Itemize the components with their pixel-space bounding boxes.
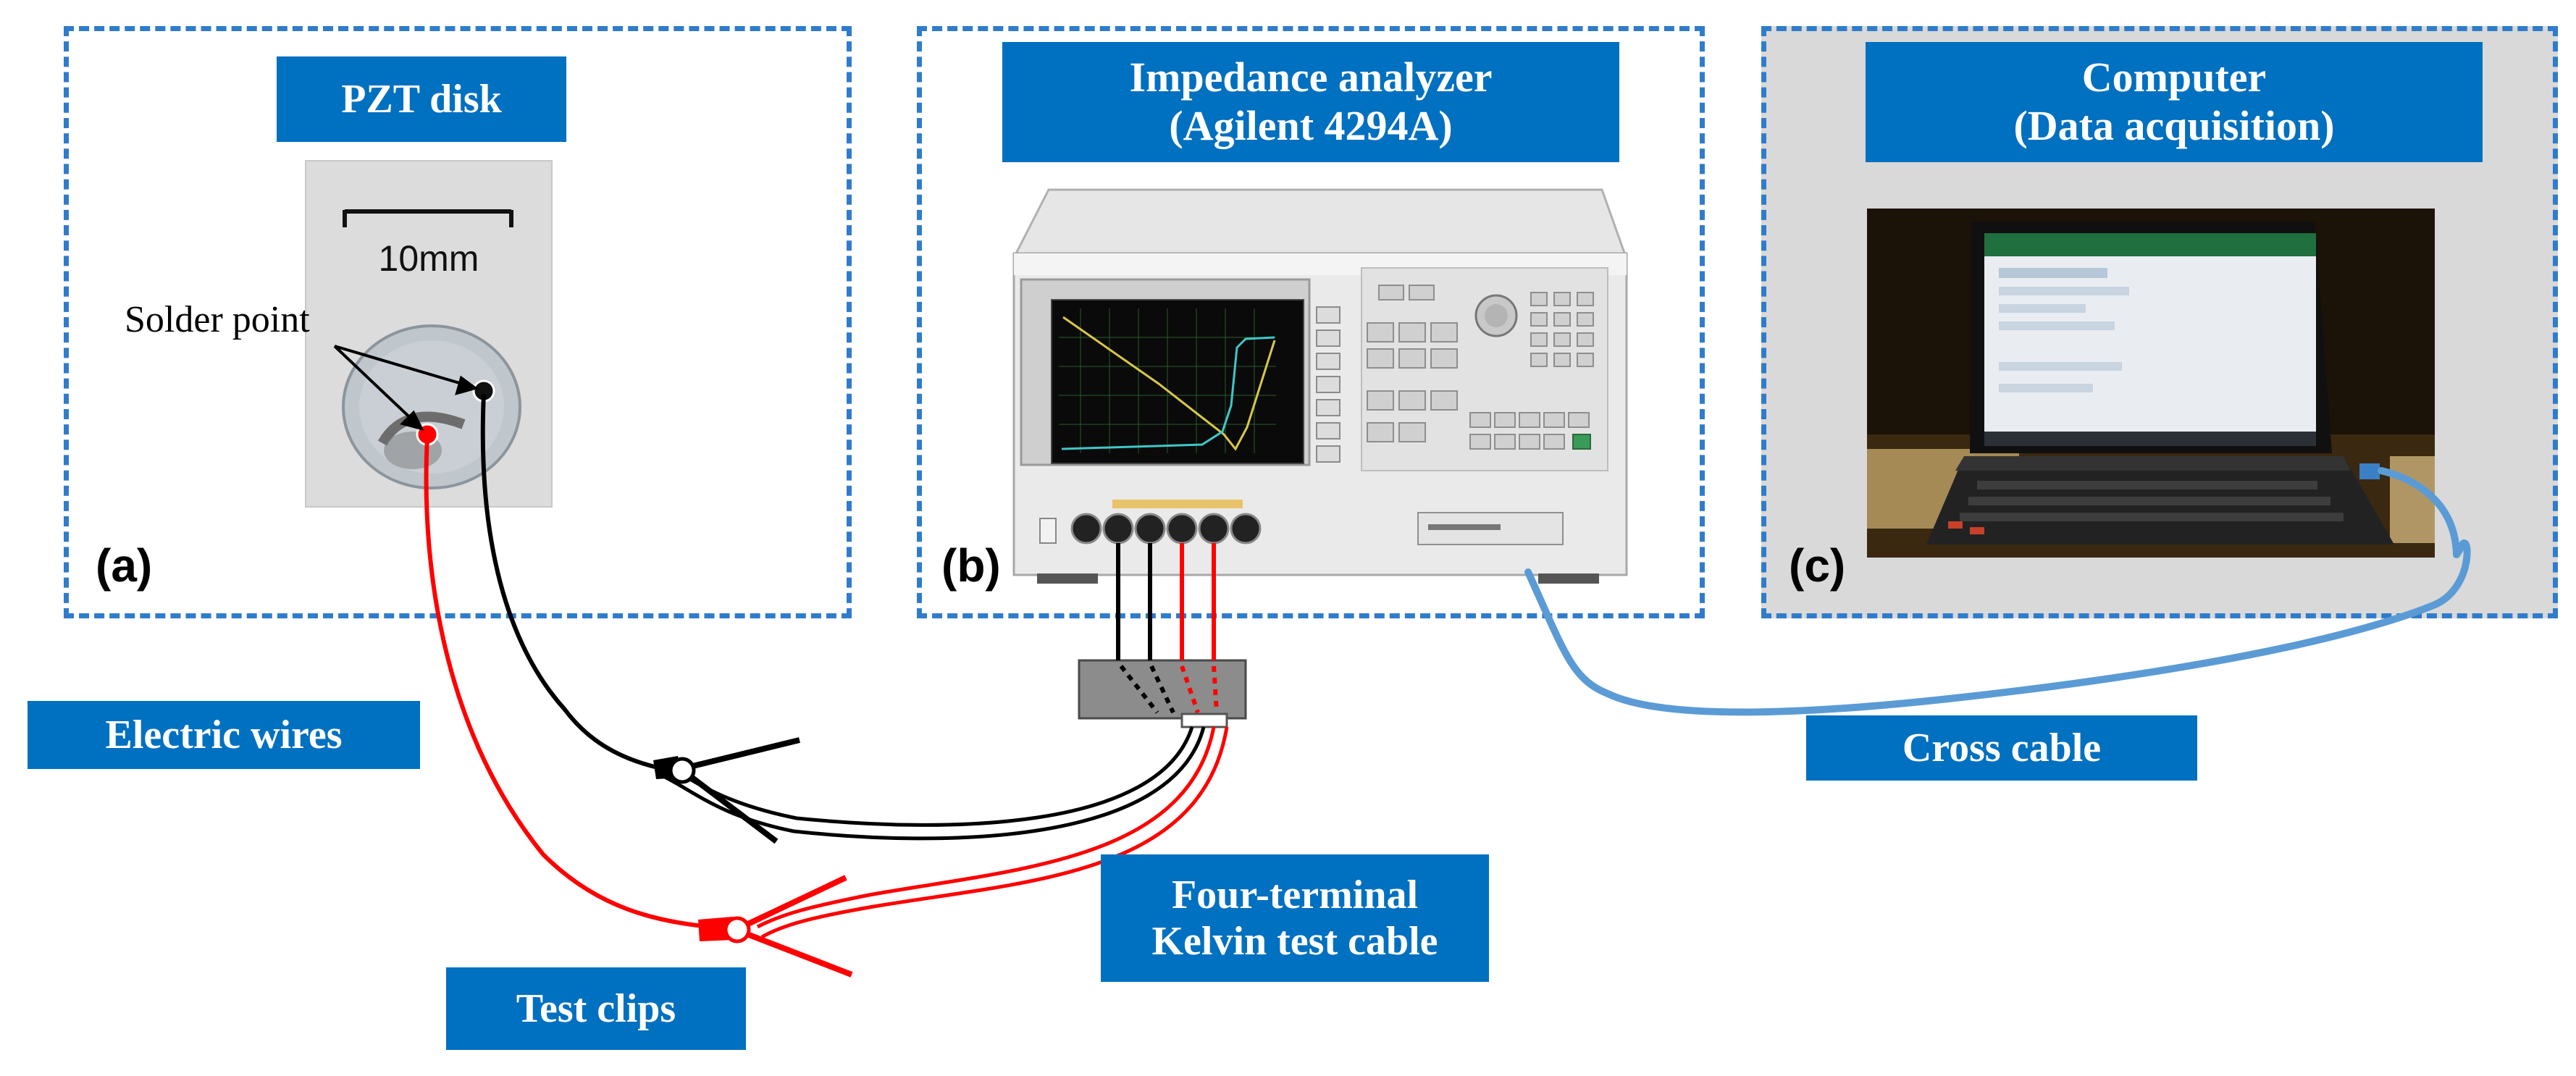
impedance-analyzer-title-line1: Impedance analyzer: [1129, 54, 1493, 101]
panel-a-frame: [64, 26, 852, 618]
analyzer-screen: [1051, 299, 1304, 464]
black-electric-wire: [480, 393, 658, 770]
test-clips-label: Test clips: [446, 967, 746, 1050]
scale-label: 10mm: [379, 238, 479, 279]
analyzer-leads: [1116, 543, 1219, 714]
kelvin-cable-red: [756, 726, 1229, 939]
scale-bar: [343, 209, 513, 227]
computer-title: Computer (Data acquisition): [1866, 42, 2483, 162]
cross-cable-text: Cross cable: [1902, 725, 2102, 770]
pzt-disk-title: PZT disk: [277, 56, 566, 142]
panel-letter-b: (b): [941, 539, 1001, 592]
test-clips-text: Test clips: [516, 985, 676, 1031]
impedance-analyzer-title: Impedance analyzer (Agilent 4294A): [1002, 42, 1619, 162]
kelvin-cable-label: Four-terminal Kelvin test cable: [1101, 854, 1489, 982]
electric-wires-text: Electric wires: [105, 712, 343, 757]
kelvin-cable-line1: Four-terminal: [1171, 872, 1419, 917]
panel-letter-a: (a): [96, 539, 153, 592]
kelvin-cable-black: [662, 726, 1206, 841]
red-test-clip: [698, 875, 853, 978]
impedance-analyzer-title-line2: (Agilent 4294A): [1169, 102, 1453, 149]
laptop-screen: [1984, 233, 2316, 446]
impedance-analyzer-device: [1012, 188, 1628, 584]
kelvin-cable-line2: Kelvin test cable: [1151, 919, 1438, 964]
computer-title-line1: Computer: [2081, 54, 2267, 101]
black-test-clip: [653, 737, 800, 844]
pzt-disk-title-text: PZT disk: [341, 76, 502, 122]
electric-wires-label: Electric wires: [28, 701, 420, 769]
panel-letter-c: (c): [1789, 539, 1846, 592]
laptop-photo: [1867, 209, 2435, 558]
solder-arrows: [333, 345, 479, 432]
cross-cable-label: Cross cable: [1806, 715, 2197, 781]
solder-point-label: Solder point: [125, 299, 310, 340]
red-electric-wire: [424, 437, 731, 930]
computer-title-line2: (Data acquisition): [2013, 102, 2335, 149]
cross-cable: [1524, 539, 2471, 716]
panel-b-frame: [917, 26, 1705, 618]
